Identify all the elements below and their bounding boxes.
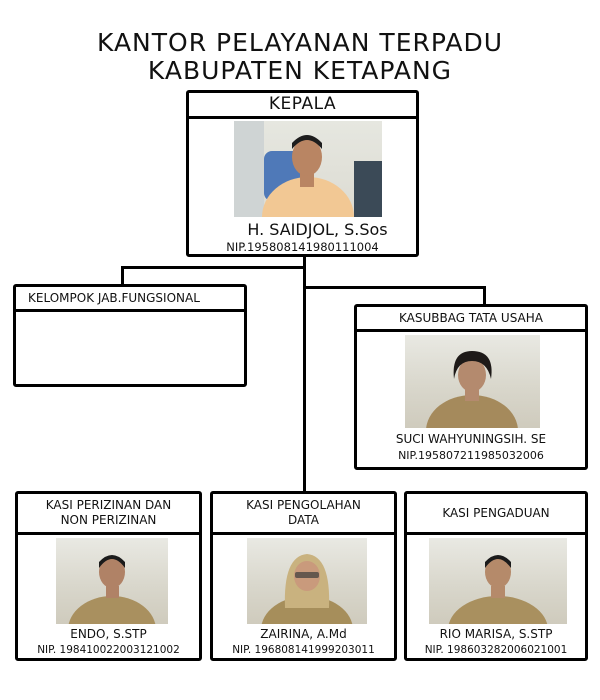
kasubbag-name: SUCI WAHYUNINGSIH. SE <box>395 432 547 446</box>
kasi-pengaduan-position: KASI PENGADUAN <box>442 505 550 520</box>
kepala-nip: NIP.195808141980111004 <box>226 240 379 254</box>
kasi-perizinan-position-line-2: NON PERIZINAN <box>60 513 157 527</box>
person-photo-icon <box>261 554 353 624</box>
kasubbag-nip: NIP.195807211985032006 <box>398 449 544 462</box>
kasi-pengaduan-photo <box>429 538 567 624</box>
kasubbag-position: KASUBBAG TATA USAHA <box>398 310 543 325</box>
kasi-perizinan-header: KASI PERIZINAN DAN NON PERIZINAN <box>18 494 199 535</box>
kasi-perizinan-position-line-1: KASI PERIZINAN DAN <box>45 498 172 512</box>
fungsional-box: KELOMPOK JAB.FUNGSIONAL <box>13 284 247 387</box>
connector-main-vertical <box>303 256 306 492</box>
person-photo-icon <box>426 351 518 428</box>
kasi-perizinan-box: KASI PERIZINAN DAN NON PERIZINAN ENDO, S… <box>15 491 202 661</box>
person-photo-icon <box>448 555 548 624</box>
connector-fungsional-horizontal <box>121 266 305 269</box>
kasi-pengaduan-box: KASI PENGADUAN RIO MARISA, S.STP NIP. 19… <box>404 491 588 661</box>
kepala-box: KEPALA H. SAIDJOL, S.Sos NIP.19580814198… <box>186 90 419 257</box>
kasubbag-box: KASUBBAG TATA USAHA SUCI WAHYUNINGSIH. S… <box>354 304 588 470</box>
connector-kasubbag-vertical <box>483 286 486 306</box>
kasi-pengolahan-box: KASI PENGOLAHAN DATA ZAIRINA, A.Md NIP. … <box>210 491 397 661</box>
kasi-perizinan-photo <box>56 538 168 624</box>
person-photo-icon <box>234 121 382 217</box>
kepala-position: KEPALA <box>268 93 337 114</box>
page-title-line-2: KABUPATEN KETAPANG <box>147 56 453 85</box>
kasi-pengolahan-position-line-2: DATA <box>288 513 319 527</box>
kasi-perizinan-name: ENDO, S.STP <box>70 627 147 641</box>
kasi-pengolahan-name: ZAIRINA, A.Md <box>260 627 347 641</box>
kepala-header: KEPALA <box>189 93 416 119</box>
kasi-pengolahan-header: KASI PENGOLAHAN DATA <box>213 494 394 535</box>
kasi-pengaduan-name: RIO MARISA, S.STP <box>439 627 553 641</box>
connector-kasubbag-horizontal <box>304 286 486 289</box>
person-photo-icon <box>68 555 156 624</box>
kasi-perizinan-nip: NIP. 198410022003121002 <box>37 644 180 656</box>
kasi-pengolahan-nip: NIP. 196808141999203011 <box>232 644 375 656</box>
kasi-pengaduan-nip: NIP. 198603282006021001 <box>424 644 568 656</box>
kasubbag-photo <box>405 335 540 428</box>
kepala-name: H. SAIDJOL, S.Sos <box>247 220 388 239</box>
kasubbag-header: KASUBBAG TATA USAHA <box>357 307 585 332</box>
kasi-pengaduan-header: KASI PENGADUAN <box>407 494 585 535</box>
page-title-line-1: KANTOR PELAYANAN TERPADU <box>96 28 503 57</box>
fungsional-position: KELOMPOK JAB.FUNGSIONAL <box>28 290 200 305</box>
fungsional-header: KELOMPOK JAB.FUNGSIONAL <box>16 287 244 312</box>
kasi-pengolahan-photo <box>247 538 367 624</box>
kepala-photo <box>234 121 382 217</box>
kasi-pengolahan-position-line-1: KASI PENGOLAHAN <box>246 498 361 512</box>
connector-fungsional-vertical <box>121 266 124 286</box>
